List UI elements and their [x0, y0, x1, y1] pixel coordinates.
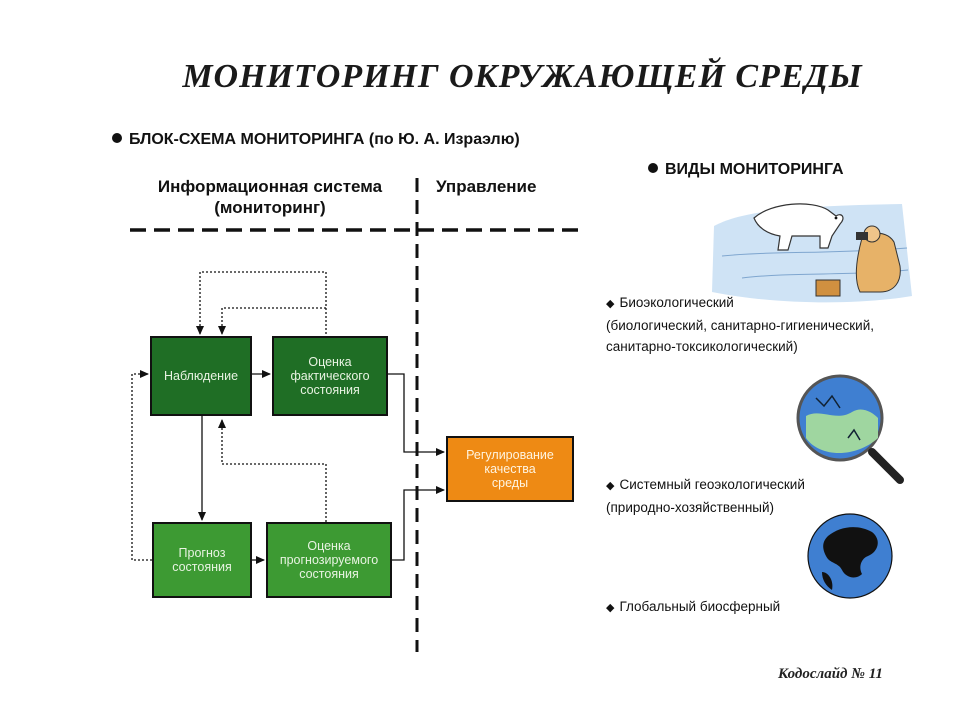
actual-state-label-line3: состояния: [300, 383, 360, 397]
kind-bioecological: ◆ Биоэкологический (биологический, санита…: [606, 292, 946, 357]
kind-global-title: Глобальный биосферный: [619, 599, 781, 614]
regulation-label-line2: качества: [484, 462, 536, 476]
polar-bear-illustration: [712, 203, 912, 303]
page-title: МОНИТОРИНГ ОКРУЖАЮЩЕЙ СРЕДЫ: [182, 58, 863, 95]
forecast-label-line2: состояния: [172, 560, 232, 574]
observation-box: Наблюдение: [150, 336, 252, 416]
info-system-column-heading: Информационная система (мониторинг): [120, 176, 420, 218]
regulation-box: Регулирование качества среды: [446, 436, 574, 502]
arrow-predicted-to-regulation: [392, 486, 445, 561]
forecast-label-line1: Прогноз: [178, 546, 226, 560]
diamond-bullet-icon: ◆: [606, 480, 615, 492]
predicted-state-label-line2: прогнозируемого: [279, 553, 379, 567]
diamond-bullet-icon: ◆: [606, 298, 615, 310]
kinds-heading: ВИДЫ МОНИТОРИНГА: [648, 161, 844, 179]
block-scheme-heading-text: БЛОК-СХЕМА МОНИТОРИНГА (по Ю. А. Израэлю…: [129, 131, 520, 148]
globe-illustration: [807, 513, 893, 599]
photographer-figure: [815, 225, 901, 297]
info-system-line2: (мониторинг): [214, 198, 326, 217]
feedback-predicted-to-observation: [218, 419, 327, 522]
diamond-bullet-icon: ◆: [606, 602, 615, 614]
kinds-heading-text: ВИДЫ МОНИТОРИНГА: [665, 161, 844, 178]
bullet-icon: [648, 163, 658, 173]
regulation-label-line3: среды: [491, 476, 529, 490]
control-column-heading: Управление: [436, 176, 566, 197]
arrow-actual-to-regulation: [388, 373, 445, 456]
regulation-label-line1: Регулирование: [466, 448, 554, 462]
kind-geoecological-title: Системный геоэкологический: [619, 477, 805, 492]
feedback-loop-outer: [196, 271, 327, 338]
kind-geoecological-detail: (природно-хозяйственный): [606, 500, 775, 515]
actual-state-label-line2: фактического: [290, 369, 370, 383]
kind-bioecological-detail-1: (биологический, санитарно-гигиенический,: [606, 318, 874, 333]
predicted-state-assessment-box: Оценка прогнозируемого состояния: [266, 522, 392, 598]
feedback-forecast-to-observation: [131, 370, 152, 561]
kind-bioecological-detail-2: санитарно-токсикологический): [606, 339, 798, 354]
actual-state-assessment-box: Оценка фактического состояния: [272, 336, 388, 416]
kind-geoecological: ◆ Системный геоэкологический (природно-хо…: [606, 474, 926, 518]
predicted-state-label-line3: состояния: [299, 567, 359, 581]
bullet-icon: [112, 133, 122, 143]
kind-bioecological-title: Биоэкологический: [619, 295, 734, 310]
control-heading-text: Управление: [436, 177, 537, 196]
magnifier-landscape-illustration: [796, 374, 904, 484]
forecast-box: Прогноз состояния: [152, 522, 252, 598]
block-scheme-heading: БЛОК-СХЕМА МОНИТОРИНГА (по Ю. А. Израэлю…: [112, 131, 520, 149]
actual-state-label-line1: Оценка: [308, 355, 352, 369]
kind-global-biosphere: ◆ Глобальный биосферный: [606, 596, 866, 619]
feedback-loop-inner: [218, 307, 326, 335]
info-system-line1: Информационная система: [157, 177, 383, 196]
predicted-state-label-line1: Оценка: [307, 539, 351, 553]
slide-number-footer: Кодослайд № 11: [778, 666, 883, 682]
observation-label: Наблюдение: [163, 369, 239, 383]
